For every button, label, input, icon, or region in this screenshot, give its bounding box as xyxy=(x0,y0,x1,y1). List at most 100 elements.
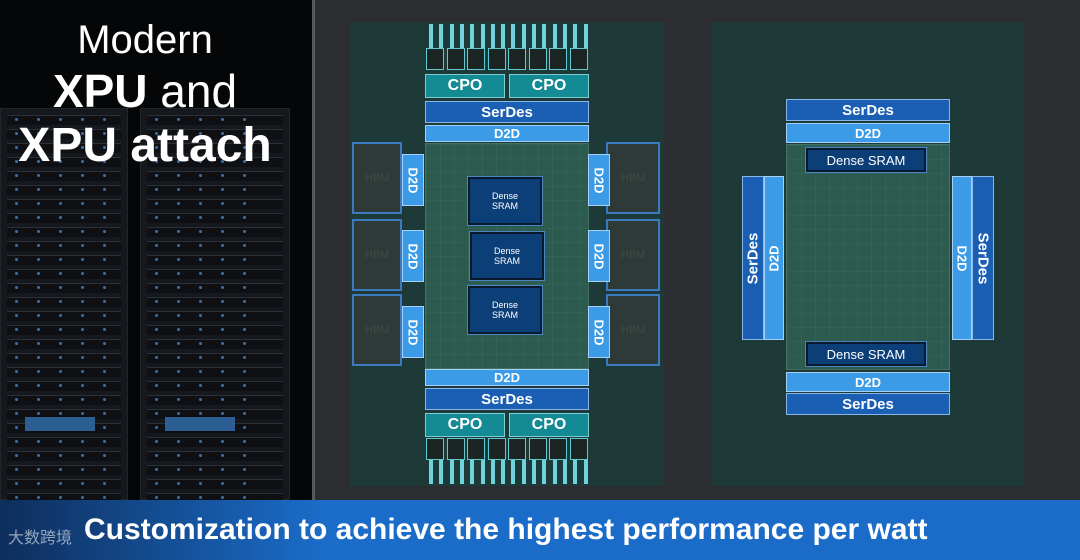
rack-indicator-light xyxy=(243,174,246,177)
d2d-label: D2D xyxy=(591,166,607,194)
rack-unit xyxy=(147,269,283,279)
rack-indicator-light xyxy=(15,370,18,373)
d2d-label: D2D xyxy=(493,370,520,385)
rack-indicator-light xyxy=(155,300,158,303)
rack-indicator-light xyxy=(103,300,106,303)
dense-sram-block-bottom: Dense SRAM xyxy=(805,341,927,367)
rack-indicator-light xyxy=(221,286,224,289)
optical-fiber xyxy=(429,460,433,484)
optical-fiber xyxy=(480,24,485,48)
rack-unit xyxy=(147,255,283,265)
hbm-label: HBM xyxy=(620,249,646,261)
server-rack xyxy=(140,108,290,500)
rack-indicator-light xyxy=(59,496,62,499)
cpo-label: CPO xyxy=(531,77,567,94)
rack-indicator-light xyxy=(155,132,158,135)
rack-indicator-light xyxy=(59,440,62,443)
hbm-stack-right-2: HBM xyxy=(606,219,660,291)
rack-unit xyxy=(147,493,283,500)
serdes-block-bottom: SerDes xyxy=(786,393,950,415)
rack-indicator-light xyxy=(243,384,246,387)
rack-unit xyxy=(147,353,283,363)
rack-indicator-light xyxy=(221,202,224,205)
rack-unit xyxy=(147,213,283,223)
rack-indicator-light xyxy=(103,314,106,317)
optical-connector xyxy=(569,48,588,70)
hbm-label: HBM xyxy=(620,172,646,184)
rack-unit xyxy=(7,297,121,307)
rack-indicator-light xyxy=(199,286,202,289)
rack-indicator-light xyxy=(59,342,62,345)
rack-indicator-light xyxy=(59,230,62,233)
optical-fiber xyxy=(532,24,536,48)
d2d-label: D2D xyxy=(405,242,421,270)
optical-fiber xyxy=(542,24,547,48)
rack-unit xyxy=(7,115,121,125)
dense-sram-label: Dense SRAM xyxy=(826,152,906,168)
rack-indicator-light xyxy=(15,454,18,457)
optical-fiber xyxy=(573,24,578,48)
optical-fiber xyxy=(470,24,475,48)
rack-indicator-light xyxy=(81,384,84,387)
rack-indicator-light xyxy=(177,314,180,317)
optical-connector xyxy=(487,48,506,70)
rack-indicator-light xyxy=(15,384,18,387)
rack-indicator-light xyxy=(221,454,224,457)
rack-unit xyxy=(147,199,283,209)
rack-indicator-light xyxy=(81,118,84,121)
rack-indicator-light xyxy=(37,454,40,457)
dense-sram-block-top: Dense SRAM xyxy=(805,147,927,173)
rack-indicator-light xyxy=(15,118,18,121)
rack-indicator-light xyxy=(221,356,224,359)
rack-indicator-light xyxy=(37,440,40,443)
rack-indicator-light xyxy=(177,454,180,457)
rack-unit xyxy=(147,227,283,237)
rack-indicator-light xyxy=(15,440,18,443)
optical-fiber xyxy=(501,460,506,484)
rack-unit xyxy=(147,395,283,405)
panel-divider xyxy=(312,0,315,500)
rack-indicator-light xyxy=(103,482,106,485)
rack-unit xyxy=(147,325,283,335)
rack-indicator-light xyxy=(155,482,158,485)
rack-indicator-light xyxy=(15,146,18,149)
rack-indicator-light xyxy=(15,216,18,219)
rack-indicator-light xyxy=(81,244,84,247)
rack-indicator-light xyxy=(199,496,202,499)
rack-indicator-light xyxy=(59,216,62,219)
rack-indicator-light xyxy=(221,328,224,331)
rack-indicator-light xyxy=(37,356,40,359)
rack-indicator-light xyxy=(177,202,180,205)
rack-indicator-light xyxy=(243,188,246,191)
rack-indicator-light xyxy=(81,188,84,191)
rack-indicator-light xyxy=(37,370,40,373)
serdes-label: SerDes xyxy=(842,395,894,413)
title-line-1: Modern xyxy=(77,18,213,62)
rack-indicator-light xyxy=(37,482,40,485)
rack-indicator-light xyxy=(15,286,18,289)
d2d-block-top: D2D xyxy=(786,123,950,143)
rack-indicator-light xyxy=(199,342,202,345)
rack-unit xyxy=(147,171,283,181)
rack-indicator-light xyxy=(15,258,18,261)
rack-indicator-light xyxy=(243,356,246,359)
rack-indicator-light xyxy=(155,328,158,331)
rack-indicator-light xyxy=(199,216,202,219)
rack-indicator-light xyxy=(59,132,62,135)
rack-indicator-light xyxy=(37,328,40,331)
rack-indicator-light xyxy=(243,342,246,345)
rack-unit xyxy=(7,409,121,419)
rack-indicator-light xyxy=(221,118,224,121)
rack-indicator-light xyxy=(243,300,246,303)
rack-indicator-light xyxy=(81,342,84,345)
rack-unit xyxy=(147,451,283,461)
rack-indicator-light xyxy=(103,496,106,499)
rack-indicator-light xyxy=(199,356,202,359)
d2d-label: D2D xyxy=(591,242,607,270)
rack-unit xyxy=(147,381,283,391)
rack-unit xyxy=(147,311,283,321)
rack-indicator-light xyxy=(199,314,202,317)
rack-indicator-light xyxy=(103,384,106,387)
